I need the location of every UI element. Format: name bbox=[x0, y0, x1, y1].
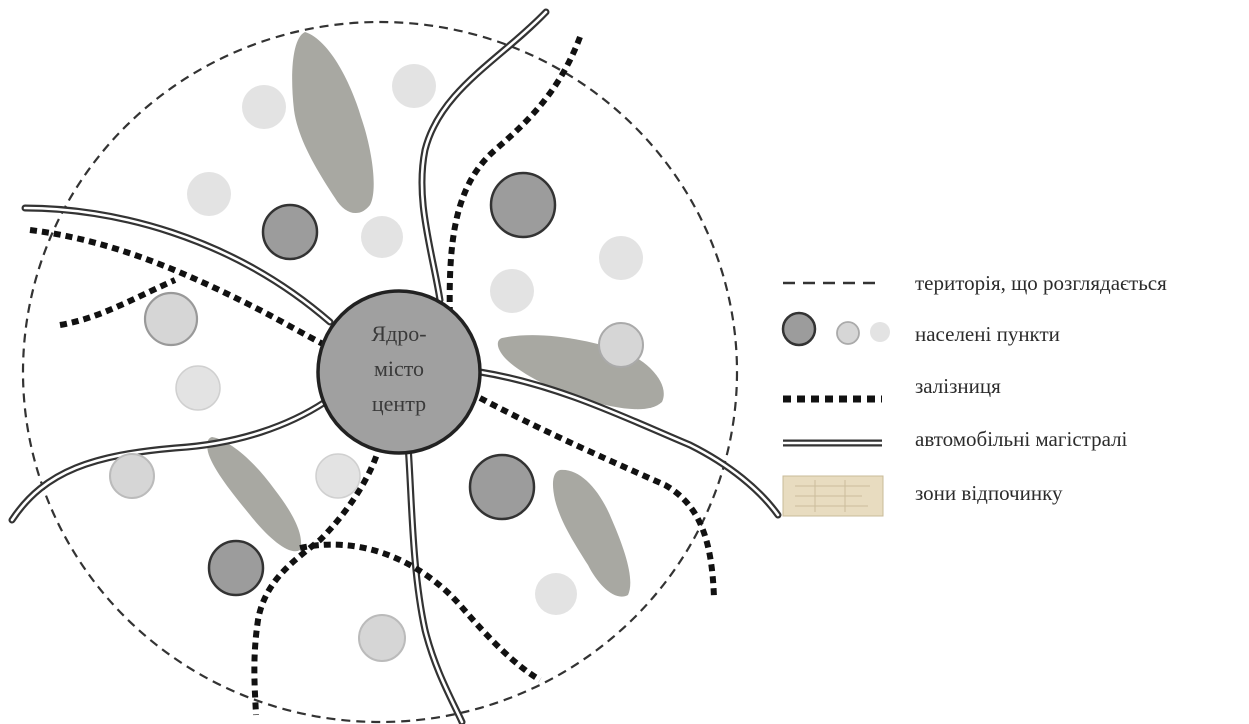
settlement-small bbox=[361, 216, 403, 258]
territory-boundary bbox=[21, 20, 739, 724]
recreation-zone bbox=[292, 32, 374, 214]
settlement-small bbox=[490, 269, 534, 313]
highway bbox=[404, 441, 466, 724]
settlement-major bbox=[468, 453, 536, 521]
legend-settlements-label: населені пункти bbox=[915, 322, 1060, 346]
settlement-medium bbox=[143, 291, 199, 347]
highways bbox=[8, 8, 782, 724]
railway-line bbox=[59, 277, 177, 328]
core-city-label-line-1: Ядро- bbox=[371, 321, 426, 346]
settlement-medium bbox=[109, 453, 155, 499]
railways bbox=[29, 35, 717, 716]
settlement-small bbox=[315, 453, 361, 499]
highway bbox=[21, 204, 334, 326]
legend-settlements-symbol bbox=[781, 311, 890, 347]
core-city: Ядро- місто центр bbox=[316, 289, 482, 455]
settlement-small bbox=[599, 236, 643, 280]
highway bbox=[8, 398, 329, 524]
railway-line bbox=[29, 227, 327, 348]
settlement-medium bbox=[598, 322, 644, 368]
highway bbox=[418, 8, 550, 304]
settlement-small bbox=[175, 365, 221, 411]
settlement-small bbox=[242, 85, 286, 129]
railway-line bbox=[251, 444, 383, 716]
settlement-small bbox=[392, 64, 436, 108]
settlement-small bbox=[535, 573, 577, 615]
legend-recreation-symbol bbox=[782, 475, 884, 517]
legend-highways-label: автомобільні магістралі bbox=[915, 427, 1128, 451]
settlement-major bbox=[489, 171, 557, 239]
core-city-circle bbox=[316, 289, 482, 455]
recreation-zone bbox=[207, 437, 302, 552]
settlements bbox=[109, 64, 644, 662]
settlement-medium bbox=[358, 614, 406, 662]
recreation-zone bbox=[552, 469, 631, 597]
core-city-label-line-3: центр bbox=[372, 391, 426, 416]
core-city-label-line-2: місто bbox=[374, 356, 424, 381]
highway bbox=[476, 368, 782, 519]
legend-territory-label: територія, що розглядається bbox=[915, 271, 1167, 295]
railway-line bbox=[478, 395, 717, 599]
legend-recreation-label: зони відпочинку bbox=[915, 481, 1063, 505]
legend: територія, що розглядається населені пун… bbox=[781, 271, 1167, 517]
settlement-small bbox=[187, 172, 231, 216]
settlement-major bbox=[207, 539, 265, 597]
settlement-major bbox=[261, 203, 319, 261]
railway-line bbox=[446, 35, 583, 321]
legend-railway-label: залізниця bbox=[915, 374, 1001, 398]
railway-line bbox=[299, 541, 542, 683]
